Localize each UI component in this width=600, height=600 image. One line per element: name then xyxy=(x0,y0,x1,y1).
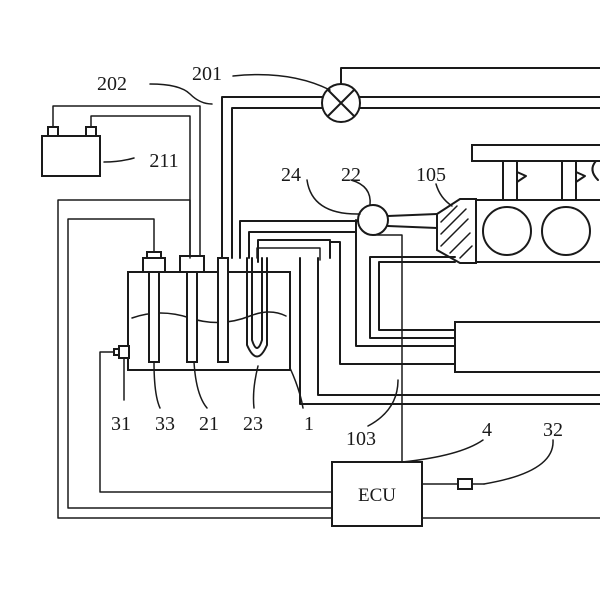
label-33: 33 xyxy=(155,413,175,435)
fuel-pump-21 xyxy=(179,255,205,363)
engine-block xyxy=(436,198,600,264)
label-105: 105 xyxy=(416,164,446,186)
label-201: 201 xyxy=(192,63,222,85)
label-31: 31 xyxy=(111,413,131,435)
wire-23 xyxy=(256,247,321,261)
return-pipe xyxy=(299,257,600,405)
ecu-right-wire xyxy=(421,483,600,519)
ecu-box xyxy=(331,461,423,527)
label-4: 4 xyxy=(482,419,492,441)
suction-pipe xyxy=(217,257,229,363)
label-211: 211 xyxy=(149,150,178,172)
label-32: 32 xyxy=(543,419,563,441)
battery-wire xyxy=(52,105,201,259)
pipe-lower xyxy=(329,219,456,365)
wire-31 xyxy=(99,351,333,493)
u-tube-23 xyxy=(246,257,268,358)
label-103: 103 xyxy=(346,428,376,450)
temp-sensor-31 xyxy=(113,345,130,359)
top-pipe xyxy=(221,67,600,259)
valve-201 xyxy=(321,83,361,123)
wire-outer xyxy=(57,199,333,519)
label-21: 21 xyxy=(199,413,219,435)
sensor-32 xyxy=(457,478,485,490)
fuel-rail xyxy=(471,144,600,204)
label-1: 1 xyxy=(304,413,314,435)
pump-signal-wire xyxy=(372,234,403,463)
label-23: 23 xyxy=(243,413,263,435)
pump-22 xyxy=(357,204,389,236)
leader-lines xyxy=(103,73,554,485)
tank-lines-to-pump xyxy=(239,220,359,263)
battery xyxy=(41,126,101,177)
pump-to-intake xyxy=(387,213,438,229)
label-22: 22 xyxy=(341,164,361,186)
lower-block xyxy=(454,321,600,373)
label-202: 202 xyxy=(97,73,127,95)
level-sensor-33 xyxy=(142,251,166,363)
pipe-103 xyxy=(369,256,456,339)
ecu-label: ECU xyxy=(358,485,396,506)
label-24: 24 xyxy=(281,164,301,186)
throttle-hatch xyxy=(440,205,473,259)
wire-33 xyxy=(67,218,333,509)
